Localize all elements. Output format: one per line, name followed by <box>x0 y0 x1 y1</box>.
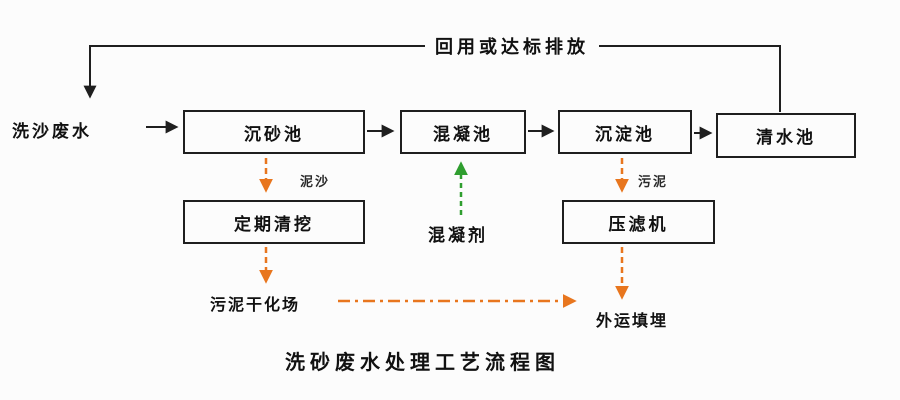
label-sludge: 污泥 <box>638 175 669 190</box>
label-sludge-drying-field: 污泥干化场 <box>210 295 301 314</box>
box-periodic-cleaning: 定期清挖 <box>183 200 365 244</box>
label-coagulant: 混凝剂 <box>428 226 488 246</box>
diagram-title: 洗砂废水处理工艺流程图 <box>285 350 560 374</box>
label-outbound-landfill: 外运填埋 <box>596 311 669 330</box>
box-clearwater-tank: 清水池 <box>716 113 856 158</box>
label-return-discharge: 回用或达标排放 <box>425 33 599 59</box>
box-sedimentation-tank: 沉淀池 <box>558 110 692 154</box>
box-filter-press: 压滤机 <box>562 200 715 244</box>
label-source-wastewater: 洗沙废水 <box>12 122 92 142</box>
box-coagulation-tank: 混凝池 <box>400 110 526 154</box>
label-sand: 泥沙 <box>300 175 331 190</box>
box-grit-chamber: 沉砂池 <box>183 110 365 154</box>
